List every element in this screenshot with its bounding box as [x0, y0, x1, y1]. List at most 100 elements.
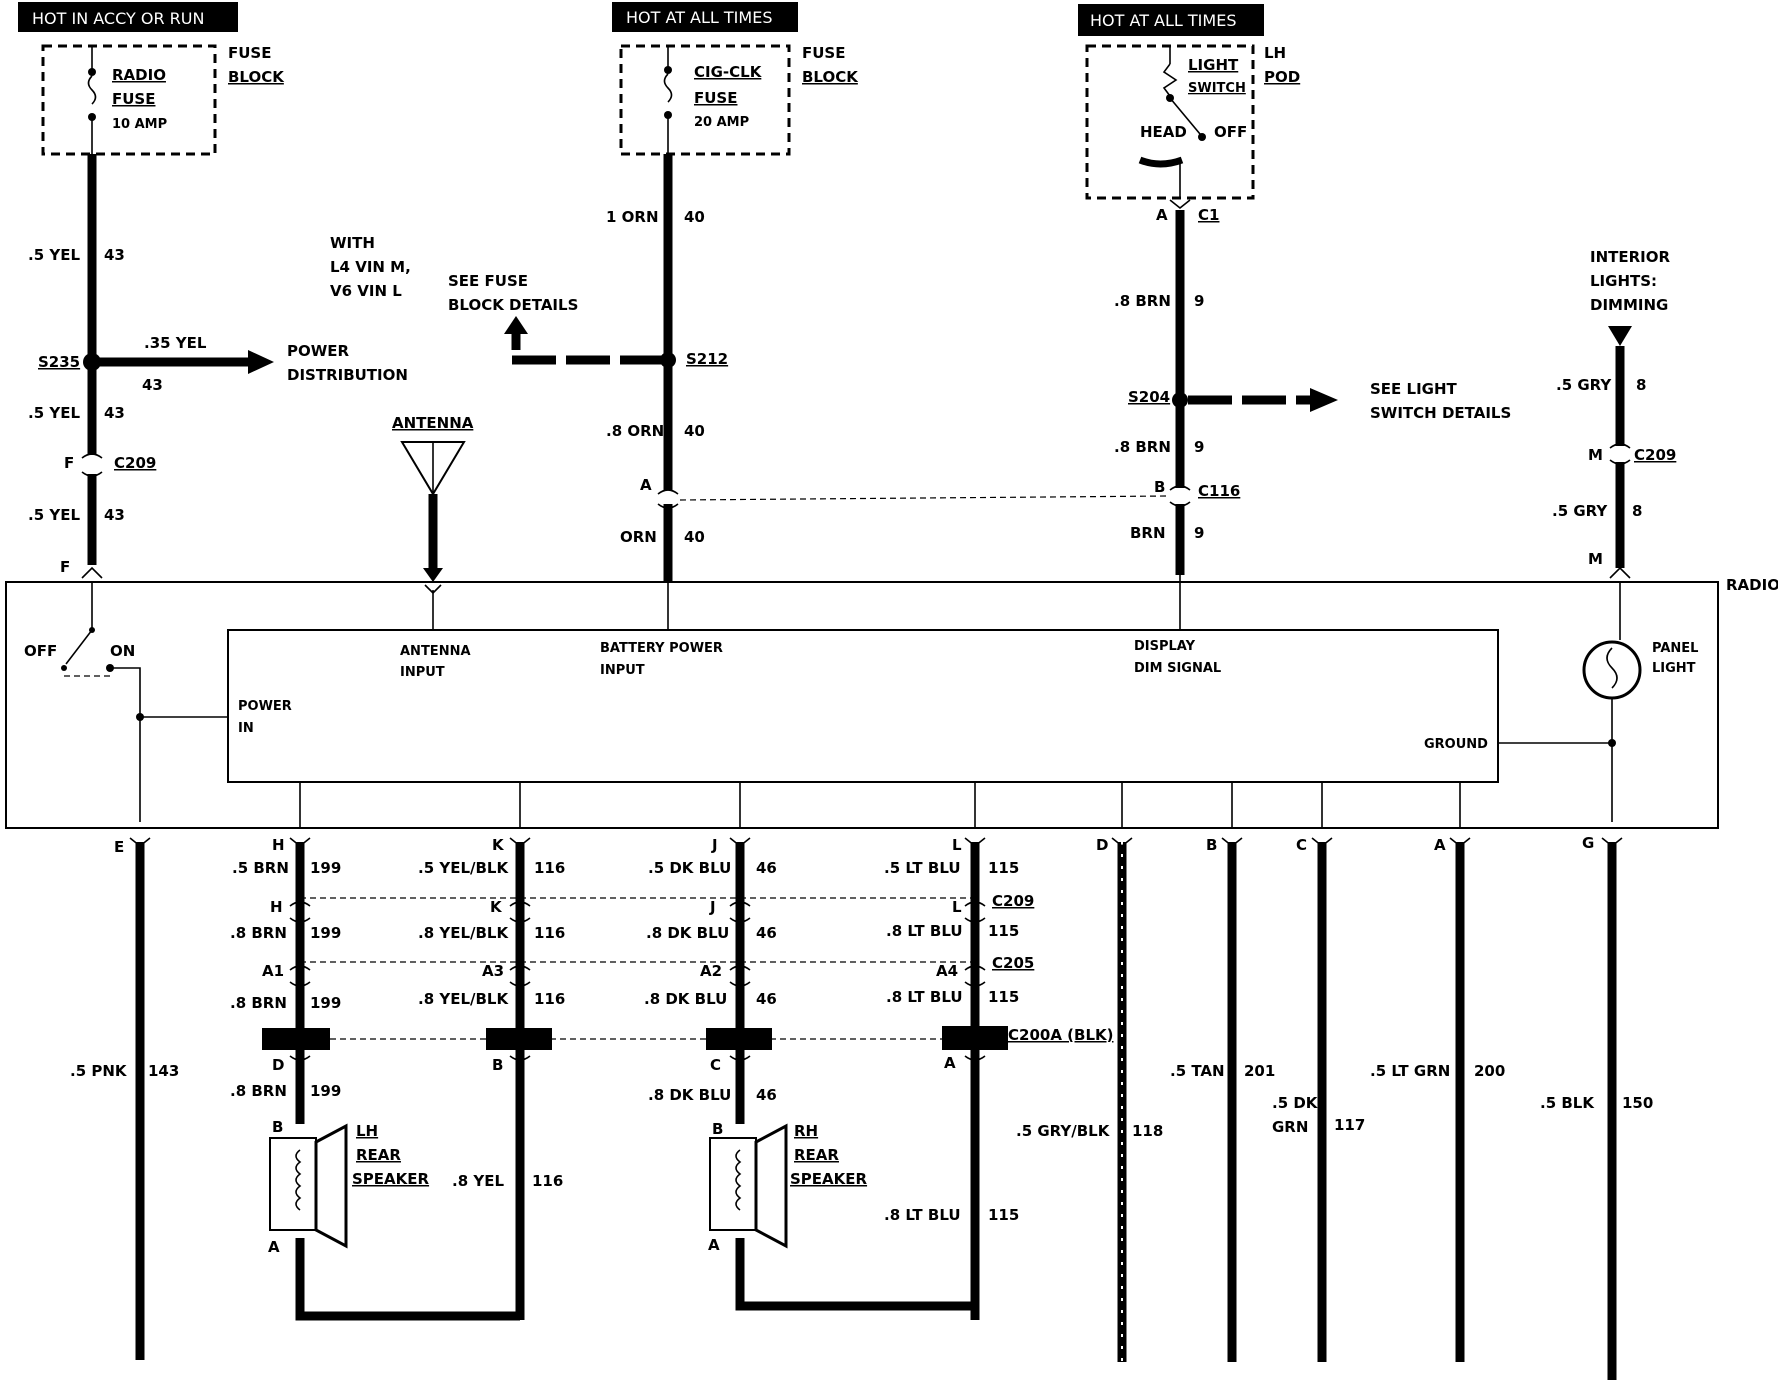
svg-text:DISTRIBUTION: DISTRIBUTION — [287, 366, 408, 384]
svg-text:115: 115 — [988, 859, 1019, 877]
svg-text:43: 43 — [104, 506, 125, 524]
svg-text:RADIO: RADIO — [1726, 576, 1778, 594]
svg-text:INPUT: INPUT — [400, 665, 445, 680]
svg-text:LIGHTS:: LIGHTS: — [1590, 272, 1657, 290]
svg-text:1 ORN: 1 ORN — [606, 208, 659, 226]
header-hot-all-times-2: HOT AT ALL TIMES — [1078, 4, 1264, 36]
svg-text:40: 40 — [684, 528, 705, 546]
svg-text:.8 LT BLU: .8 LT BLU — [886, 922, 963, 940]
svg-text:43: 43 — [104, 404, 125, 422]
svg-text:43: 43 — [104, 246, 125, 264]
svg-text:POD: POD — [1264, 68, 1300, 86]
svg-text:115: 115 — [988, 1206, 1019, 1224]
svg-text:OFF: OFF — [24, 642, 57, 660]
rh-speaker-return — [735, 1238, 975, 1311]
svg-text:LH: LH — [356, 1122, 378, 1140]
svg-text:.5 DK: .5 DK — [1272, 1094, 1319, 1112]
svg-text:C205: C205 — [992, 954, 1034, 972]
svg-text:ANTENNA: ANTENNA — [392, 414, 474, 432]
svg-text:9: 9 — [1194, 524, 1204, 542]
svg-text:F: F — [60, 558, 70, 576]
svg-text:117: 117 — [1334, 1116, 1365, 1134]
svg-text:.5 GRY: .5 GRY — [1552, 502, 1608, 520]
svg-text:201: 201 — [1244, 1062, 1275, 1080]
svg-text:DISPLAY: DISPLAY — [1134, 639, 1196, 654]
svg-text:.8 LT BLU: .8 LT BLU — [886, 988, 963, 1006]
svg-text:46: 46 — [756, 924, 777, 942]
rh-rear-speaker: RH REAR SPEAKER A — [708, 1122, 868, 1254]
svg-text:A: A — [1434, 836, 1446, 854]
antenna: ANTENNA — [392, 414, 474, 595]
svg-text:RH: RH — [794, 1122, 818, 1140]
svg-text:A1: A1 — [262, 962, 284, 980]
wire-gry-blk-118: .5 GRY/BLK 118 — [1016, 837, 1163, 1362]
svg-text:INTERIOR: INTERIOR — [1590, 248, 1670, 266]
svg-text:8: 8 — [1632, 502, 1642, 520]
svg-text:116: 116 — [534, 924, 565, 942]
c116-dash — [679, 495, 1169, 501]
svg-text:ON: ON — [110, 642, 135, 660]
wire-tan-201: .5 TAN 201 — [1170, 837, 1275, 1362]
svg-text:F: F — [64, 454, 74, 472]
radio-feed-wire: .5 YEL 43 S235 .35 YEL 43 POWER DISTRIBU… — [28, 154, 408, 579]
svg-text:GRN: GRN — [1272, 1118, 1308, 1136]
svg-text:.8 BRN: .8 BRN — [230, 924, 287, 942]
svg-text:.5 YEL: .5 YEL — [28, 246, 80, 264]
svg-text:G: G — [1582, 834, 1594, 852]
svg-text:A: A — [708, 1236, 720, 1254]
svg-text:200: 200 — [1474, 1062, 1505, 1080]
svg-text:B: B — [1154, 478, 1165, 496]
svg-text:IN: IN — [238, 721, 254, 736]
svg-text:9: 9 — [1194, 438, 1204, 456]
svg-text:HOT AT ALL TIMES: HOT AT ALL TIMES — [626, 8, 772, 27]
svg-text:L: L — [952, 836, 962, 854]
svg-text:BRN: BRN — [1130, 524, 1166, 542]
wire-dk-grn-117: .5 DK GRN 117 — [1272, 837, 1365, 1362]
svg-text:SPEAKER: SPEAKER — [352, 1170, 430, 1188]
svg-text:.8 BRN: .8 BRN — [1114, 292, 1171, 310]
svg-text:A: A — [944, 1054, 956, 1072]
svg-text:SEE FUSE: SEE FUSE — [448, 272, 528, 290]
svg-text:J: J — [711, 836, 718, 854]
svg-text:.5 DK BLU: .5 DK BLU — [648, 859, 731, 877]
svg-text:150: 150 — [1622, 1094, 1653, 1112]
svg-text:B: B — [492, 1056, 503, 1074]
svg-text:199: 199 — [310, 924, 341, 942]
svg-text:C: C — [710, 1056, 721, 1074]
svg-text:115: 115 — [988, 922, 1019, 940]
wire-lt-grn-200: .5 LT GRN 200 — [1370, 837, 1505, 1362]
svg-text:M: M — [1588, 446, 1603, 464]
svg-text:L: L — [952, 898, 962, 916]
svg-text:199: 199 — [310, 859, 341, 877]
svg-text:43: 43 — [142, 376, 163, 394]
svg-text:CIG-CLK: CIG-CLK — [694, 63, 763, 81]
bottom-connector-marks — [289, 901, 986, 1061]
svg-text:SPEAKER: SPEAKER — [790, 1170, 868, 1188]
svg-text:LIGHT: LIGHT — [1652, 661, 1696, 676]
lh-rear-speaker: LH REAR SPEAKER A — [268, 1122, 430, 1256]
svg-text:8: 8 — [1636, 376, 1646, 394]
light-switch-pod: LIGHT SWITCH HEAD OFF LH POD — [1085, 44, 1300, 200]
svg-text:115: 115 — [988, 988, 1019, 1006]
svg-text:K: K — [492, 836, 505, 854]
svg-text:WITH: WITH — [330, 234, 375, 252]
svg-text:H: H — [272, 836, 285, 854]
dim-signal-wire: A C1 .8 BRN 9 S204 SEE LIGHT SWITCH DETA… — [1114, 199, 1511, 575]
svg-text:.5 YEL/BLK: .5 YEL/BLK — [418, 859, 509, 877]
wire-yel-blk-116: .5 YEL/BLK 116 K .8 YEL/BLK 116 A3 .8 YE… — [418, 837, 565, 1320]
svg-text:D: D — [272, 1056, 284, 1074]
svg-text:46: 46 — [756, 1086, 777, 1104]
battery-feed-wire: 1 ORN 40 S212 SEE FUSE BLOCK DETAILS .8 … — [448, 154, 728, 582]
svg-text:.5 GRY: .5 GRY — [1556, 376, 1612, 394]
radio-unit: RADIO OFF ON POWER IN ANTENNA INPUT BATT… — [5, 575, 1778, 829]
svg-text:FUSE: FUSE — [112, 90, 155, 108]
svg-text:M: M — [1588, 550, 1603, 568]
svg-text:.8 YEL/BLK: .8 YEL/BLK — [418, 924, 509, 942]
wire-pnk-143: .5 PNK 143 — [70, 837, 179, 1360]
svg-text:A: A — [268, 1238, 280, 1256]
svg-text:J: J — [709, 898, 716, 916]
svg-text:C1: C1 — [1198, 206, 1219, 224]
wire-dk-blu-46: .5 DK BLU 46 J .8 DK BLU 46 A2 .8 DK BLU… — [644, 837, 777, 1138]
wire-lt-blu-115: .5 LT BLU 115 L C209 .8 LT BLU 115 A4 C2… — [884, 837, 1113, 1320]
svg-text:REAR: REAR — [356, 1146, 401, 1164]
